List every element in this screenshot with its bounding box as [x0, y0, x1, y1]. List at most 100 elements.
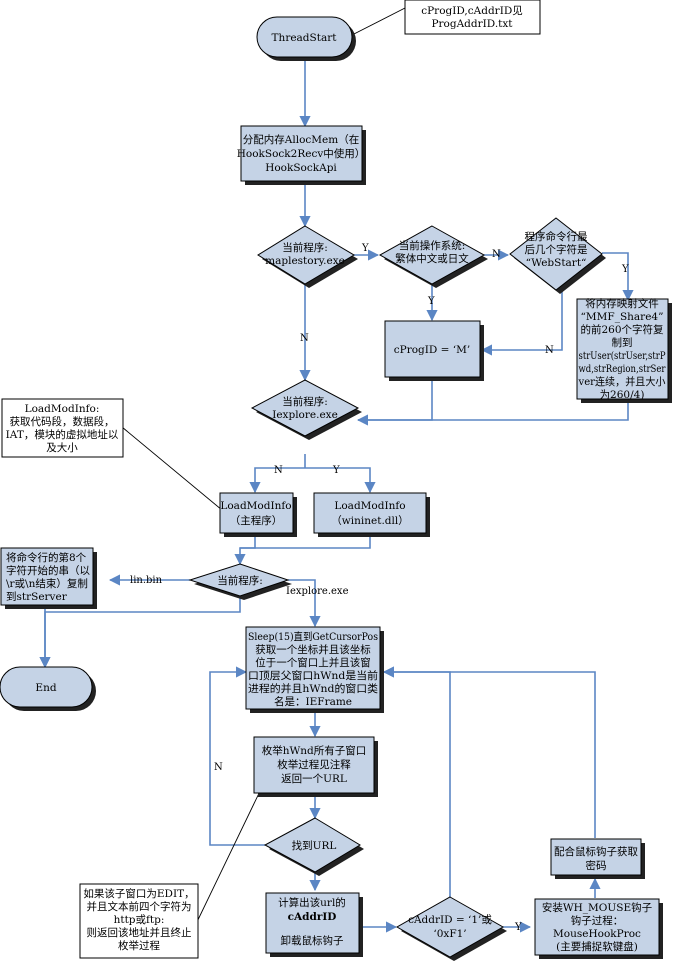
process-text: 制到	[612, 336, 633, 349]
terminal-label: End	[35, 682, 56, 694]
edge-label-no: N	[274, 465, 283, 476]
decision-text: “WebStart“	[526, 257, 587, 269]
decision-webstart: 程序命令行最 后几个字符是 “WebStart“	[509, 217, 606, 294]
process-text: （主程序）	[230, 514, 283, 527]
process-text: strUser(strUser,strP	[579, 350, 666, 362]
process-text: 字符开始的串（以	[6, 564, 90, 577]
process-text: 计算出该url的	[278, 896, 346, 909]
note-text: cProgID,cAddrID见	[421, 5, 523, 17]
decision-text: ‘0xF1’	[433, 928, 466, 940]
note-text: 如果该子窗口为EDIT，	[83, 887, 194, 900]
process-text: 密码	[586, 859, 607, 872]
note-text: http或ftp:	[114, 914, 165, 926]
decision-maplestory: 当前程序: maplestory.exe	[257, 225, 358, 288]
terminal-thread-start: ThreadStart	[256, 16, 356, 61]
terminal-end: End	[0, 666, 96, 711]
process-text: HookSock2Recv中使用）	[237, 147, 366, 160]
decision-iexplore: 当前程序: Iexplore.exe	[250, 379, 362, 440]
decision-os-lang: 当前操作系统: 繁体中文或日文	[378, 225, 488, 288]
decision-caddrid: cAddrID = ‘1’或 ‘0xF1’	[395, 896, 507, 961]
process-text: 到strServer	[6, 591, 68, 603]
process-loadmod-main: LoadModInfo （主程序）	[219, 492, 297, 537]
edge-label-iexplore: Iexplore.exe	[286, 586, 349, 597]
process-text: 配合鼠标钩子获取	[554, 845, 638, 858]
note-loadmodinfo: LoadModInfo: 获取代码段，数据段， IAT，模块的虚拟地址以 及大小	[1, 398, 124, 458]
process-text: 为260/4)	[600, 389, 645, 401]
process-text: 将命令行的第8个	[6, 551, 87, 564]
process-text: 获取一个坐标并且该坐标	[255, 643, 371, 656]
process-text: MouseHookProc	[553, 928, 641, 940]
edge-label-no: N	[492, 249, 501, 260]
note-text: 获取代码段，数据段，	[10, 415, 115, 428]
terminal-label: ThreadStart	[272, 32, 338, 44]
process-sleep-getcursorpos: Sleep(15)直到GetCursorPos 获取一个坐标并且该坐标 位于一个…	[245, 626, 384, 713]
process-text: wd,strRegion,strSer	[579, 363, 667, 375]
process-text: 返回一个URL	[281, 773, 347, 785]
note-text: 则返回该地址并且终止	[87, 926, 192, 939]
decision-text: 程序命令行最	[525, 230, 588, 243]
process-install-mouse-hook: 安装WH_MOUSE钩子 钩子过程： MouseHookProc (主要捕捉软键…	[534, 898, 663, 959]
process-text: 安装WH_MOUSE钩子	[542, 901, 652, 914]
edge-label-no: N	[300, 333, 309, 344]
decision-text: maplestory.exe	[265, 255, 345, 267]
process-text: 钩子过程：	[571, 914, 624, 927]
note-text: 及大小	[46, 441, 78, 454]
edge-label-yes: Y	[514, 922, 522, 933]
process-text: 的前260个字符复	[580, 323, 664, 336]
process-text: LoadModInfo	[220, 500, 291, 512]
process-text-bold: cAddrID	[288, 911, 337, 923]
process-loadmod-wininet: LoadModInfo （wininet.dll）	[313, 492, 430, 537]
process-text: \r或\n结束）复制	[6, 577, 88, 590]
decision-text: 当前操作系统:	[399, 239, 466, 252]
note-text: IAT，模块的虚拟地址以	[6, 428, 119, 441]
note-text: LoadModInfo:	[25, 403, 100, 415]
process-text: 枚举过程见注释	[277, 758, 351, 771]
edge-label-lin-bin: lin.bin	[130, 575, 163, 586]
decision-text: 找到URL	[292, 839, 337, 852]
process-text: 位于一个窗口上并且该窗	[255, 656, 371, 669]
process-text: 名是：IEFrame	[274, 695, 352, 708]
edge-label-no: N	[545, 345, 554, 356]
process-enum-child: 枚举hWnd所有子窗口 枚举过程见注释 返回一个URL	[253, 736, 378, 797]
note-text: 枚举过程	[118, 939, 160, 952]
note-edit-child: 如果该子窗口为EDIT， 并且文本前四个字符为 http或ftp: 则返回该地址…	[79, 883, 199, 959]
note-text: 并且文本前四个字符为	[87, 900, 192, 913]
decision-text: 后几个字符是	[525, 243, 588, 256]
connectors	[39, 58, 634, 933]
process-mmf-copy: 将内存映射文件 “MMF_Share4” 的前260个字符复 制到 strUse…	[576, 297, 672, 403]
process-text: 卸载鼠标钩子	[281, 934, 344, 947]
process-text: 分配内存AllocMem（在	[243, 133, 359, 146]
process-text: 进程的并且hWnd的窗口类	[248, 682, 379, 695]
process-text: “MMF_Share4”	[581, 311, 664, 323]
decision-text: cAddrID = ‘1’或	[408, 914, 492, 926]
process-text: （wininet.dll）	[331, 515, 408, 527]
process-text: 口顶层父窗口hWnd是当前	[248, 669, 378, 682]
decision-text: 繁体中文或日文	[395, 252, 469, 265]
process-cprogid-m: cProgID = ‘M’	[384, 320, 484, 381]
edge-label-yes: Y	[361, 243, 369, 254]
process-text: 枚举hWnd所有子窗口	[262, 744, 367, 757]
edge-label-yes: Y	[621, 264, 629, 275]
edge-labels: Y N Y Y N N N Y lin.bin Iexplore.exe N Y	[130, 243, 629, 933]
process-calc-caddrid: 计算出该url的 cAddrID 卸载鼠标钩子	[265, 892, 363, 957]
edge-label-no: N	[214, 762, 223, 773]
decision-text: 当前程序:	[282, 241, 328, 254]
process-alloc-mem: 分配内存AllocMem（在 HookSock2Recv中使用） HookSoc…	[237, 125, 366, 185]
edge-label-yes: Y	[427, 296, 435, 307]
decision-current-program: 当前程序:	[188, 563, 292, 600]
edge-label-yes: Y	[332, 465, 340, 476]
process-text: ver连续，并且大小	[578, 375, 666, 388]
process-text: Sleep(15)直到GetCursorPos	[248, 630, 378, 643]
note-progaddrid: cProgID,cAddrID见 ProgAddrID.txt	[404, 0, 541, 35]
process-text: 将内存映射文件	[585, 297, 659, 310]
process-text: (主要捕捉软键盘)	[556, 940, 638, 953]
process-cooperate-hook: 配合鼠标钩子获取 密码	[550, 838, 645, 879]
process-text: HookSockApi	[265, 162, 337, 174]
process-text: LoadModInfo	[334, 500, 405, 512]
decision-text: 当前程序:	[217, 574, 263, 587]
decision-text: Iexplore.exe	[272, 409, 338, 421]
process-text: cProgID = ‘M’	[394, 344, 470, 356]
decision-found-url: 找到URL	[263, 817, 364, 876]
decision-text: 当前程序:	[282, 395, 328, 408]
